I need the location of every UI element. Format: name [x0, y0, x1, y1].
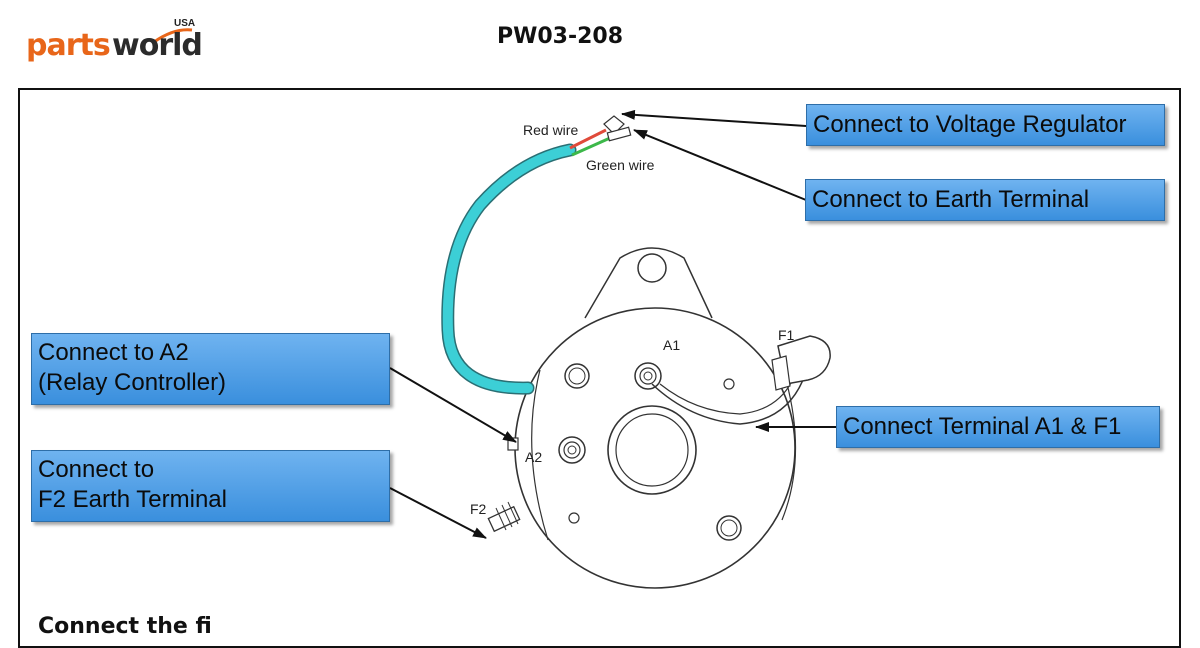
- logo-world-text: world: [112, 28, 203, 63]
- a2-label: A2: [525, 449, 542, 465]
- mounting-hole: [637, 253, 667, 283]
- cyan-cable-outline: [441, 143, 577, 395]
- callout-a2-relay: Connect to A2 (Relay Controller): [31, 333, 390, 405]
- small-hole-right: [723, 378, 735, 390]
- a1-f1-wire-inner: [659, 371, 797, 415]
- callout-a1-f1-text: Connect Terminal A1 & F1: [843, 413, 1122, 440]
- callout-a2-line2: (Relay Controller): [38, 369, 227, 396]
- page-title: PW03-208: [496, 24, 624, 49]
- callout-voltage-regulator-text: Connect to Voltage Regulator: [813, 111, 1127, 138]
- mounting-lug: [584, 247, 713, 319]
- swoosh-icon: [153, 28, 193, 44]
- callout-a1-f1: Connect Terminal A1 & F1: [836, 406, 1160, 448]
- terminal-a2: [558, 436, 586, 464]
- green-wire: [571, 136, 611, 157]
- red-wire-connector: [603, 115, 625, 135]
- green-wire-connector: [606, 126, 632, 142]
- small-hole-left: [568, 512, 580, 524]
- arrow-f2: [389, 487, 487, 539]
- callout-a2-line1: Connect to A2: [38, 339, 189, 366]
- bottom-heading-partial: Connect the fi: [38, 614, 212, 639]
- a1-label: A1: [663, 337, 680, 353]
- callout-f2-line2: F2 Earth Terminal: [38, 486, 227, 513]
- logo-usa-text: USA: [174, 18, 196, 29]
- arrow-earth-terminal: [633, 129, 807, 201]
- bolt-top-left: [564, 363, 590, 389]
- terminal-a1: [634, 362, 662, 390]
- cyan-cable: [442, 145, 575, 394]
- callout-earth-terminal: Connect to Earth Terminal: [805, 179, 1165, 221]
- terminal-f2: [487, 501, 521, 533]
- f1-label: F1: [778, 327, 795, 343]
- parts-world-logo: parts world USA: [26, 18, 216, 70]
- logo-parts-text: parts: [26, 28, 111, 63]
- bearing-housing-inner: [615, 413, 689, 487]
- end-cap-rim: [531, 369, 549, 541]
- callout-f2-earth: Connect to F2 Earth Terminal: [31, 450, 390, 522]
- motor-wiring-diagram: Red wire Green wire A1 F1 A2 F2: [389, 109, 836, 589]
- arrow-a2: [389, 367, 517, 443]
- terminal-f1: [771, 335, 831, 391]
- red-wire: [569, 128, 607, 150]
- callout-voltage-regulator: Connect to Voltage Regulator: [806, 104, 1165, 146]
- callout-f2-line1: Connect to: [38, 456, 155, 483]
- arrow-voltage-regulator: [621, 109, 807, 127]
- callout-earth-terminal-text: Connect to Earth Terminal: [812, 186, 1090, 213]
- green-wire-label: Green wire: [586, 157, 655, 173]
- red-wire-label: Red wire: [523, 122, 578, 138]
- a1-f1-wire: [651, 371, 807, 425]
- bolt-bottom-right: [716, 515, 742, 541]
- f2-label: F2: [470, 501, 487, 517]
